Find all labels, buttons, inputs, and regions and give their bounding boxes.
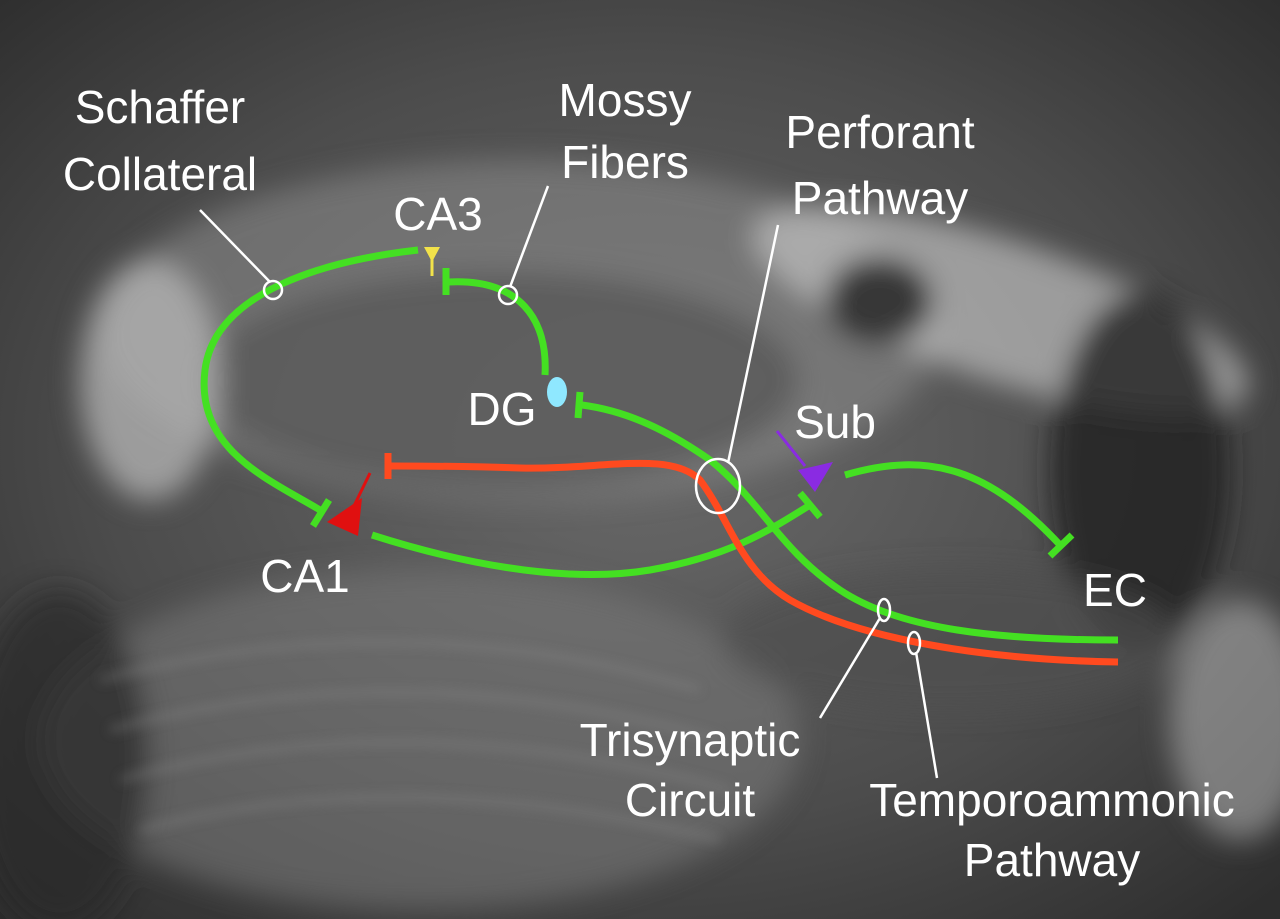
perforant-pathway-path: [581, 401, 1119, 644]
ca3-neuron-icon: [424, 247, 440, 276]
mossy-leader-line: [508, 185, 550, 288]
ca1-label: CA1: [260, 550, 349, 602]
trisynaptic-leader-line: [818, 617, 882, 719]
trisynaptic-circuit-label-line1: Trisynaptic: [580, 714, 801, 766]
perforant-leader-line: [726, 224, 780, 464]
dg-label: DG: [468, 383, 537, 435]
schaffer-leader-line: [199, 209, 271, 283]
schaffer-terminal-bar: [310, 498, 332, 528]
labels: Schaffer Collateral Mossy Fibers Perfora…: [63, 74, 1235, 886]
sub-neuron-icon: [775, 430, 833, 492]
schaffer-collateral-label-line1: Schaffer: [75, 81, 245, 133]
mossy-marker: [497, 284, 519, 306]
trisynaptic-marker: [876, 597, 892, 623]
perforant-terminal-bar: [574, 391, 584, 419]
sub-to-ec-path: [844, 461, 1063, 548]
ec-label: EC: [1083, 564, 1147, 616]
perforant-pathway-label-line1: Perforant: [785, 106, 974, 158]
ca1-to-sub-path: [370, 502, 812, 578]
sub-label: Sub: [794, 396, 876, 448]
trisynaptic-circuit-label-line2: Circuit: [625, 774, 756, 826]
mossy-fiber-path: [447, 278, 549, 376]
ca3-label: CA3: [393, 188, 482, 240]
ca1-to-sub-terminal-bar: [797, 490, 823, 520]
neurons: [327, 247, 833, 536]
perforant-pathway-label-line2: Pathway: [792, 172, 968, 224]
temporoammonic-pathway-label-line2: Pathway: [964, 834, 1140, 886]
temporoammonic-leader-line: [914, 651, 939, 779]
ca1-neuron-icon: [327, 472, 372, 536]
trisynaptic-pathways: [200, 246, 1119, 644]
mossy-fibers-label-line1: Mossy: [559, 74, 692, 126]
schaffer-marker: [262, 279, 284, 301]
temporoammonic-pathway-label-line1: Temporoammonic: [869, 774, 1235, 826]
temporoammonic-path: [389, 459, 1119, 666]
schaffer-collateral-label-line2: Collateral: [63, 148, 257, 200]
temporoammonic-pathway: [384, 453, 1119, 666]
sub-to-ec-terminal-bar: [1047, 532, 1075, 559]
mossy-fibers-label-line2: Fibers: [561, 136, 689, 188]
leader-lines: [199, 185, 939, 779]
temporoammonic-marker: [906, 630, 922, 656]
perforant-marker: [694, 457, 742, 515]
schaffer-collateral-path: [200, 246, 419, 514]
dg-neuron-icon: [547, 377, 567, 407]
